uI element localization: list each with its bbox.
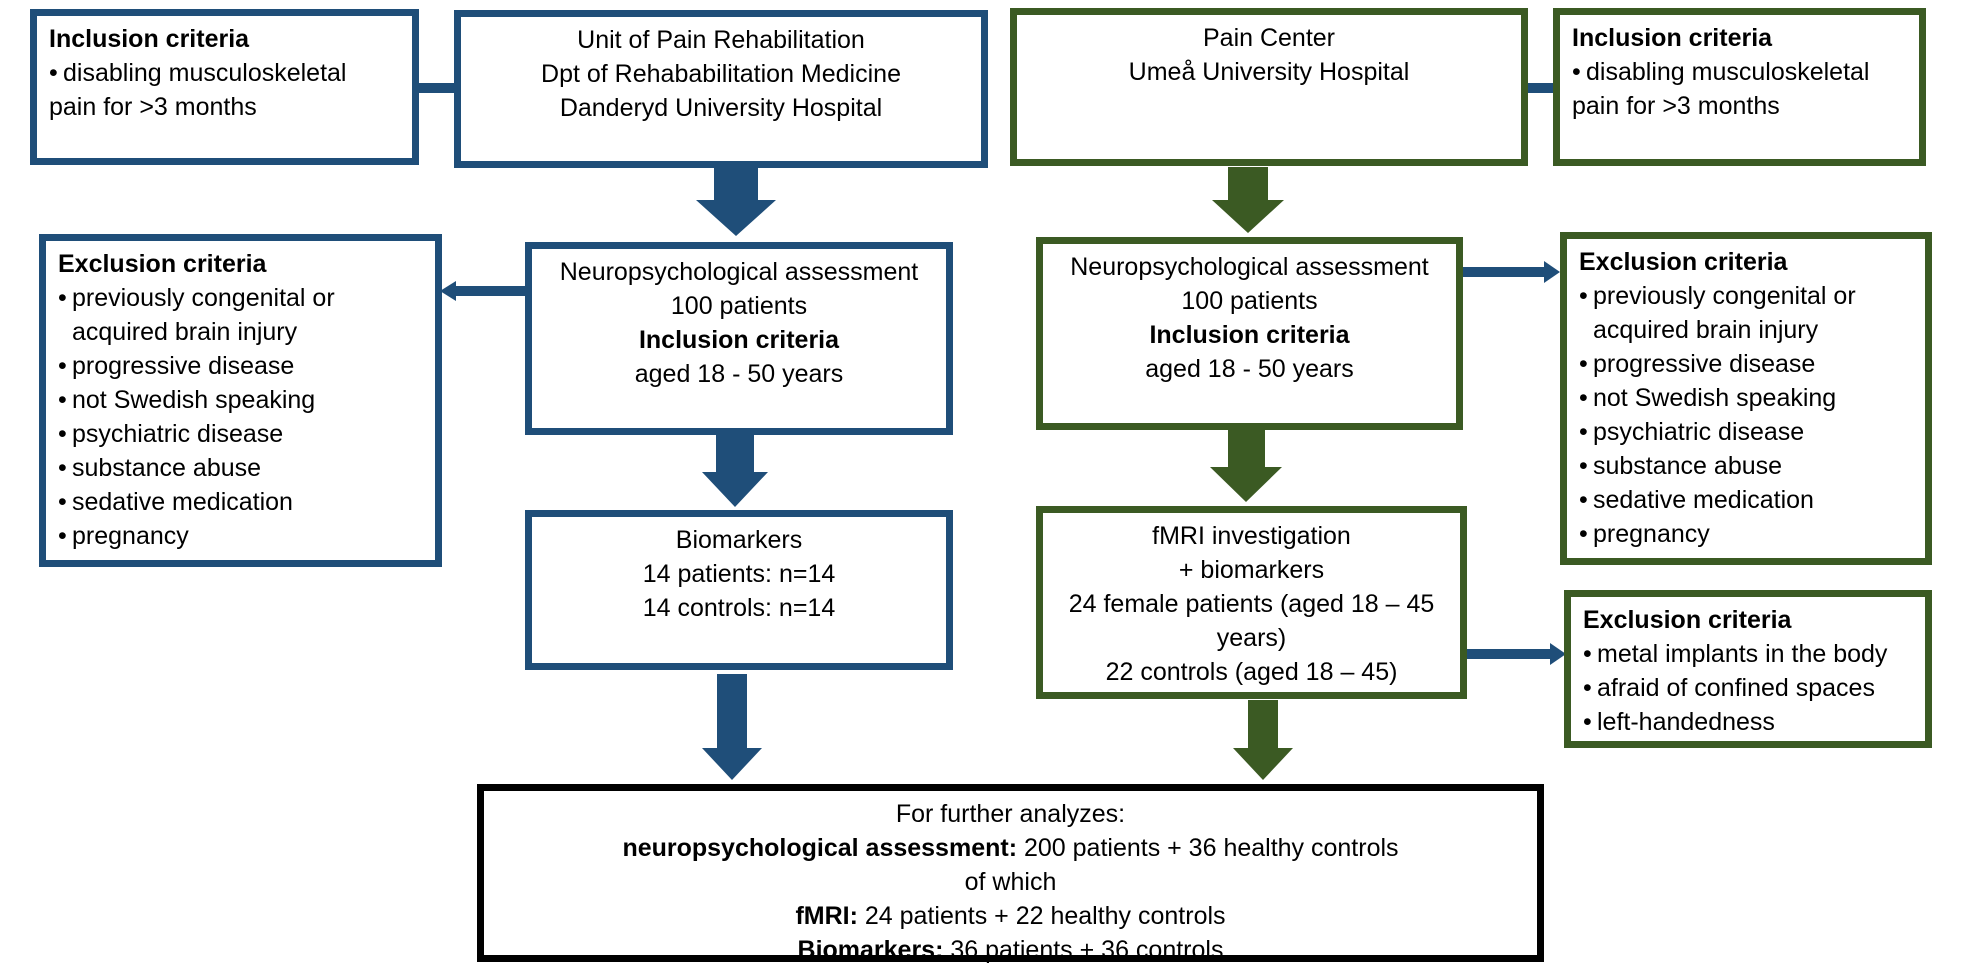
- right-fmri-line: 24 female patients (aged 18 – 45: [1068, 590, 1435, 618]
- summary-fmri-row: fMRI: 24 patients + 22 healthy controls: [492, 899, 1529, 933]
- right-exclusion-item: •psychiatric disease: [1579, 418, 1805, 446]
- left-inclusion-item: pain for >3 months: [49, 93, 257, 121]
- left-biomarkers-title: Biomarkers: [675, 526, 803, 554]
- left-assessment-line: Neuropsychological assessment: [559, 258, 919, 286]
- left-site-line: Dpt of Rehababilitation Medicine: [541, 60, 901, 88]
- right-inclusion-item: pain for >3 months: [1572, 92, 1780, 120]
- right-exclusion-item: •not Swedish speaking: [1579, 384, 1837, 412]
- right-fmri-exclusion-title: Exclusion criteria: [1583, 606, 1792, 634]
- left-site-line: Danderyd University Hospital: [559, 94, 883, 122]
- right-site-line: Pain Center: [1202, 24, 1336, 52]
- right-assessment-inclusion-title: Inclusion criteria: [1149, 321, 1350, 349]
- left-exclusion-title: Exclusion criteria: [58, 250, 267, 278]
- right-assessment-age: aged 18 - 50 years: [1145, 355, 1354, 383]
- arrow-right-assessment-to-fmri: [1210, 430, 1282, 502]
- summary-np-value: 200 patients + 36 healthy controls: [1017, 834, 1399, 862]
- arrow-left-assessment-to-exclusion: [440, 281, 526, 301]
- left-inclusion-item: •disabling musculoskeletal: [49, 59, 347, 87]
- summary-fmri-label: fMRI:: [795, 902, 858, 930]
- left-exclusion-item: •sedative medication: [58, 488, 293, 516]
- right-fmri-exclusion-box: Exclusion criteria •metal implants in th…: [1564, 590, 1932, 748]
- arrow-right-assessment-to-exclusion: [1460, 261, 1560, 283]
- right-exclusion-box: Exclusion criteria •previously congenita…: [1560, 232, 1932, 565]
- right-assessment-line: Neuropsychological assessment: [1070, 253, 1429, 281]
- arrow-left-biomarkers-to-summary: [702, 674, 762, 780]
- summary-bio-value: 36 patients + 36 controls: [943, 936, 1224, 964]
- summary-np-row: neuropsychological assessment: 200 patie…: [492, 831, 1529, 865]
- summary-np-label: neuropsychological assessment:: [622, 834, 1018, 862]
- left-assessment-count: 100 patients: [670, 292, 808, 320]
- left-biomarkers-patients: 14 patients: n=14: [642, 560, 836, 588]
- arrow-left-assessment-to-biomarkers: [702, 433, 768, 507]
- summary-of-which: of which: [964, 868, 1057, 896]
- right-site-line: Umeå University Hospital: [1128, 58, 1410, 86]
- right-fmri-box: fMRI investigation + biomarkers 24 femal…: [1036, 506, 1467, 699]
- arrow-right-site-to-assessment: [1212, 167, 1284, 233]
- right-assessment-count: 100 patients: [1181, 287, 1318, 315]
- left-assessment-inclusion-title: Inclusion criteria: [638, 326, 840, 354]
- right-inclusion-title: Inclusion criteria: [1572, 24, 1773, 52]
- right-fmri-line: years): [1216, 624, 1287, 652]
- arrow-right-fmri-to-summary: [1233, 700, 1293, 780]
- left-inclusion-box: Inclusion criteria •disabling musculoske…: [30, 9, 419, 165]
- left-inclusion-title: Inclusion criteria: [49, 25, 250, 53]
- right-exclusion-title: Exclusion criteria: [1579, 248, 1788, 276]
- arrow-left-site-to-assessment: [696, 167, 776, 236]
- right-fmri-exclusion-item: •afraid of confined spaces: [1583, 674, 1875, 702]
- left-exclusion-item: acquired brain injury: [72, 318, 298, 346]
- left-exclusion-item: •progressive disease: [58, 352, 295, 380]
- right-exclusion-item: •progressive disease: [1579, 350, 1816, 378]
- left-exclusion-item: •substance abuse: [58, 454, 262, 482]
- right-inclusion-item: •disabling musculoskeletal: [1572, 58, 1870, 86]
- right-exclusion-item: acquired brain injury: [1593, 316, 1819, 344]
- right-fmri-exclusion-item: •left-handedness: [1583, 708, 1775, 736]
- left-biomarkers-box: Biomarkers 14 patients: n=14 14 controls…: [525, 510, 953, 670]
- right-exclusion-item: •pregnancy: [1579, 520, 1710, 548]
- right-exclusion-item: •substance abuse: [1579, 452, 1783, 480]
- right-assessment-box: Neuropsychological assessment 100 patien…: [1036, 237, 1463, 430]
- right-fmri-exclusion-item: •metal implants in the body: [1583, 640, 1888, 668]
- left-exclusion-item: •not Swedish speaking: [58, 386, 316, 414]
- left-exclusion-box: Exclusion criteria •previously congenita…: [39, 234, 442, 567]
- right-fmri-line: + biomarkers: [1178, 556, 1325, 584]
- summary-heading: For further analyzes:: [895, 800, 1126, 828]
- summary-bio-label: Biomarkers:: [797, 936, 944, 964]
- summary-fmri-value: 24 patients + 22 healthy controls: [857, 902, 1226, 930]
- right-exclusion-item: •previously congenital or: [1579, 282, 1856, 310]
- left-exclusion-item: •previously congenital or: [58, 284, 335, 312]
- summary-box: For further analyzes: neuropsychological…: [477, 784, 1544, 964]
- right-fmri-line: 22 controls (aged 18 – 45): [1105, 658, 1398, 686]
- left-assessment-box: Neuropsychological assessment 100 patien…: [525, 242, 953, 435]
- right-inclusion-box: Inclusion criteria •disabling musculoske…: [1553, 8, 1926, 166]
- arrow-right-fmri-to-exclusion: [1463, 643, 1566, 665]
- left-site-line: Unit of Pain Rehabilitation: [577, 26, 865, 54]
- right-site-box: Pain Center Umeå University Hospital: [1010, 8, 1528, 166]
- summary-bio-row: Biomarkers: 36 patients + 36 controls: [492, 933, 1529, 967]
- right-fmri-line: fMRI investigation: [1152, 522, 1351, 550]
- left-exclusion-item: •pregnancy: [58, 522, 189, 550]
- left-biomarkers-controls: 14 controls: n=14: [642, 594, 836, 622]
- left-exclusion-item: •psychiatric disease: [58, 420, 284, 448]
- left-assessment-age: aged 18 - 50 years: [634, 360, 844, 388]
- left-site-box: Unit of Pain Rehabilitation Dpt of Rehab…: [454, 10, 988, 168]
- right-exclusion-item: •sedative medication: [1579, 486, 1814, 514]
